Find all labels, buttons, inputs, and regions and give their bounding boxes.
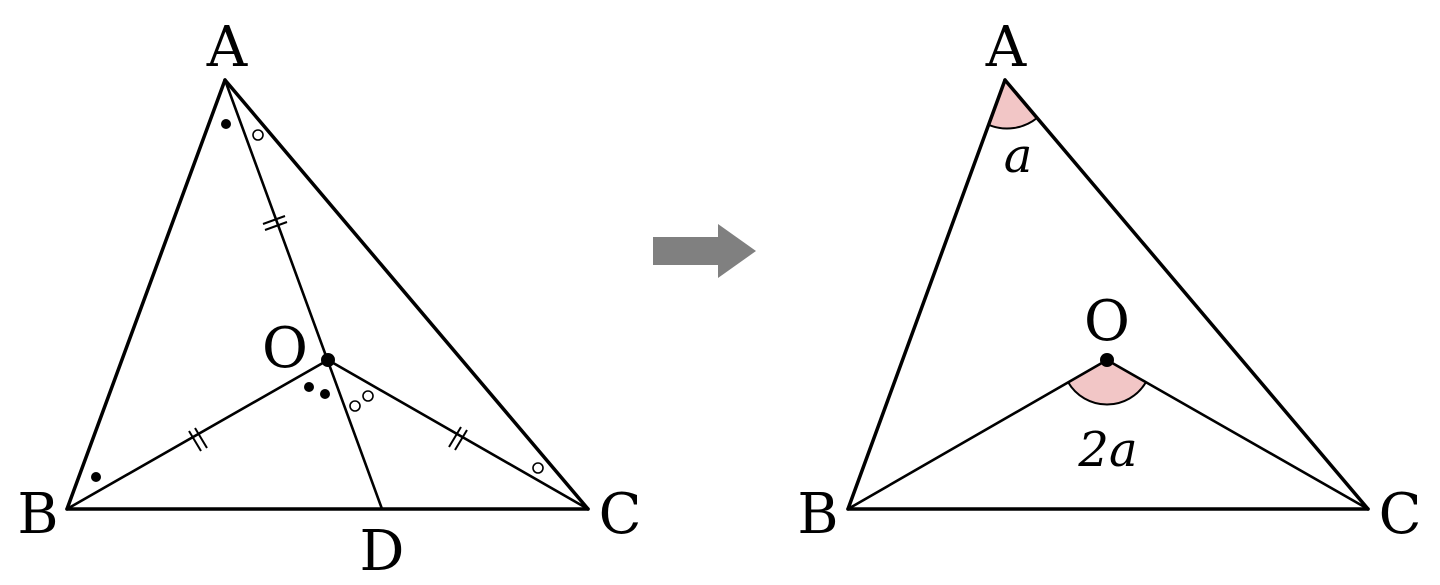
equal-tick-ob xyxy=(188,427,208,452)
angle-circle-o-1 xyxy=(349,400,361,412)
angle-arc-o xyxy=(1067,381,1147,406)
angle-dot-o-1 xyxy=(304,382,314,392)
angle-label-o: 2a xyxy=(1077,422,1137,478)
left-label-b: B xyxy=(17,482,58,547)
angle-arc-a xyxy=(988,117,1038,130)
left-label-c: C xyxy=(599,482,642,547)
right-segment-ob xyxy=(846,358,1109,511)
right-label-o: O xyxy=(1084,289,1130,354)
angle-label-a: a xyxy=(1004,128,1033,184)
left-edge-ab xyxy=(65,78,227,511)
angle-circle-a xyxy=(252,129,264,141)
equal-tick-oc xyxy=(448,426,468,451)
equal-tick-ao xyxy=(262,215,288,231)
left-segment-oc xyxy=(326,358,590,511)
left-point-o xyxy=(321,353,335,367)
left-label-o: O xyxy=(262,316,308,381)
right-label-c: C xyxy=(1379,482,1422,547)
angle-circle-o-2 xyxy=(362,390,374,402)
right-figure: A B C O a 2a xyxy=(797,15,1421,547)
angle-dot-a xyxy=(221,119,231,129)
right-label-b: B xyxy=(797,482,838,547)
right-arrow-icon xyxy=(653,224,756,278)
left-segment-ad xyxy=(223,78,384,511)
angle-dot-o-2 xyxy=(320,389,330,399)
right-edge-ab xyxy=(846,78,1007,511)
left-label-a: A xyxy=(206,15,248,80)
left-label-d: D xyxy=(360,519,405,584)
left-edge-ac xyxy=(223,78,590,511)
left-figure: A B C O D xyxy=(17,15,641,584)
angle-dot-b xyxy=(91,472,101,482)
right-segment-oc xyxy=(1105,358,1370,511)
right-label-a: A xyxy=(985,15,1027,80)
left-segment-ob xyxy=(65,358,330,511)
right-point-o xyxy=(1100,353,1114,367)
right-edge-ac xyxy=(1003,78,1370,511)
angle-circle-c xyxy=(532,462,544,474)
